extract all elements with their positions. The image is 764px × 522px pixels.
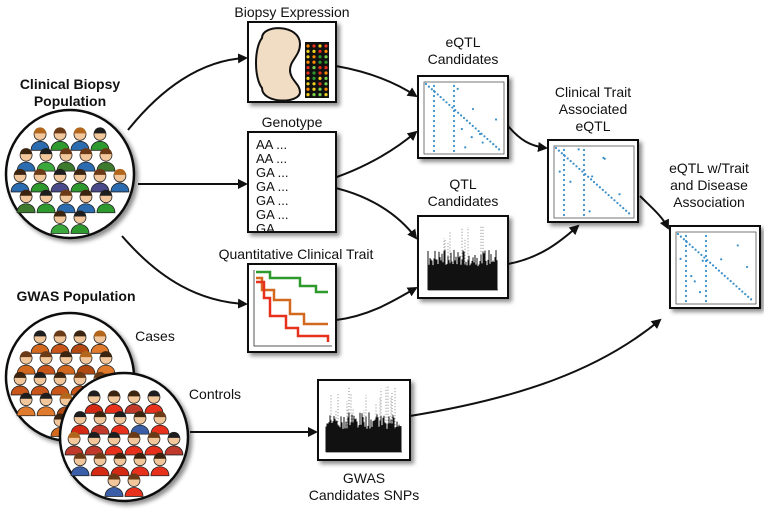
gwas-candidates-label: GWAS Candidates SNPs	[308, 470, 420, 503]
biopsy-expression-label: Biopsy Expression	[234, 4, 350, 20]
gwas-manhattan-plot	[325, 386, 402, 453]
clinical-eqtl-label: Clinical Trait Associated eQTL	[554, 84, 632, 134]
arrow-qtl-to-clinical	[507, 224, 580, 265]
arrow-biopsy-to-eqtl	[335, 65, 418, 98]
arrow-trait-to-qtl	[335, 287, 418, 321]
clinical-eqtl-matrix-plot	[553, 145, 635, 219]
kidney-icon	[255, 27, 302, 102]
genotype-line: AA ...	[256, 151, 288, 166]
eqtl-candidates-label: eQTL Candidates	[427, 34, 499, 67]
controls-people-icon	[64, 390, 184, 497]
clinical-eqtl-box	[547, 139, 639, 223]
genotype-list: AA ...AA ...GA ...GA ...GA ...GA ...GA .…	[256, 138, 330, 236]
arrow-population-to-biopsy	[127, 53, 248, 131]
cases-label: Cases	[135, 328, 175, 344]
genotype-line: GA ...	[256, 221, 289, 236]
arrow-population-to-trait	[121, 235, 248, 309]
qtl-candidates-label: QTL Candidates	[427, 176, 499, 209]
eqtl-matrix-plot	[423, 81, 505, 155]
genotype-line: GA ...	[256, 165, 289, 180]
genotype-line: GA ...	[256, 207, 289, 222]
arrow-gwas-to-final	[409, 318, 662, 417]
qtl-manhattan-plot	[427, 225, 498, 291]
genotype-line: AA ...	[256, 137, 288, 152]
final-eqtl-matrix-plot	[675, 231, 757, 305]
genotype-line: GA ...	[256, 193, 289, 208]
quantitative-trait-label: Quantitative Clinical Trait	[218, 246, 374, 262]
genotype-line: GA ...	[256, 179, 289, 194]
clinical-population-title: Clinical Biopsy Population	[19, 76, 121, 109]
trait-curves-plot	[253, 270, 332, 347]
clinical-people-icon	[10, 127, 130, 234]
arrow-clinical-to-final	[639, 195, 669, 230]
arrow-eqtl-to-clinical	[507, 125, 548, 152]
final-eqtl-label: eQTL w/Trait and Disease Association	[669, 160, 749, 210]
genotype-box	[247, 131, 337, 233]
flow-arrows	[121, 53, 669, 437]
genotype-label: Genotype	[261, 114, 323, 130]
gwas-population-title: GWAS Population	[16, 288, 136, 304]
controls-label: Controls	[188, 386, 242, 402]
